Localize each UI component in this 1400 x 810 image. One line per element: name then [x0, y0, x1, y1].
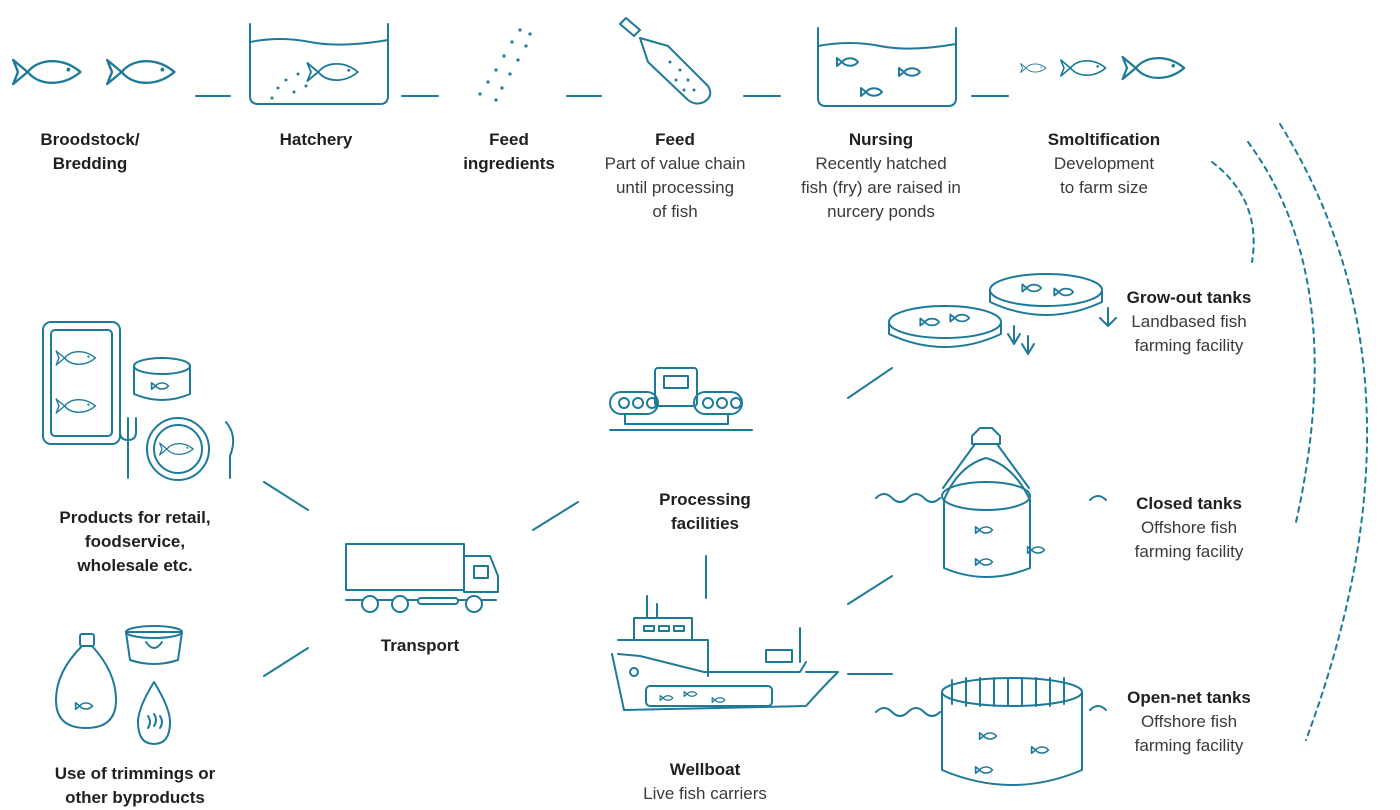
stage-label-processing: Processing facilities — [659, 490, 751, 533]
stage-label-products: Products for retail, foodservice, wholes… — [59, 508, 211, 575]
stage-label-broodstock: Broodstock/ Bredding — [40, 130, 140, 173]
byproducts-icon — [55, 625, 183, 745]
stage-label-feed-ingredients: Feed ingredients — [463, 130, 555, 173]
wellboat-icon — [611, 595, 839, 711]
hatchery-tank-icon — [249, 23, 389, 105]
stage-label-feed: Feed Part of value chain until processin… — [604, 130, 746, 221]
fish-pair-icon — [11, 58, 176, 86]
grow-out-tanks-icon — [888, 273, 1117, 355]
open-net-tank-icon — [875, 677, 1107, 786]
fish-sizes-icon — [1020, 55, 1186, 81]
feed-scoop-icon — [619, 17, 712, 105]
stage-label-nursing: Nursing Recently hatched fish (fry) are … — [801, 130, 961, 221]
cycle-arcs — [1211, 123, 1369, 741]
stage-label-transport: Transport — [380, 636, 460, 655]
stage-label-closed: Closed tanks Offshore fish farming facil… — [1134, 494, 1244, 561]
stage-label-smoltification: Smoltification Development to farm size — [1047, 130, 1161, 197]
truck-icon — [345, 543, 499, 613]
processing-conveyor-icon — [609, 367, 753, 431]
nursing-tank-icon — [817, 27, 957, 107]
stage-label-hatchery: Hatchery — [279, 130, 353, 149]
middle-connectors — [263, 367, 893, 677]
stage-label-grow-out: Grow-out tanks Landbased fish farming fa… — [1126, 288, 1252, 355]
feed-particles-icon — [478, 28, 532, 102]
stage-label-trimmings: Use of trimmings or other byproducts — [54, 764, 216, 807]
closed-tank-icon — [875, 427, 1107, 578]
stage-label-wellboat: Wellboat Live fish carriers — [643, 760, 767, 803]
retail-products-icon — [42, 321, 235, 481]
stage-label-open-net: Open-net tanks Offshore fish farming fac… — [1127, 688, 1251, 755]
